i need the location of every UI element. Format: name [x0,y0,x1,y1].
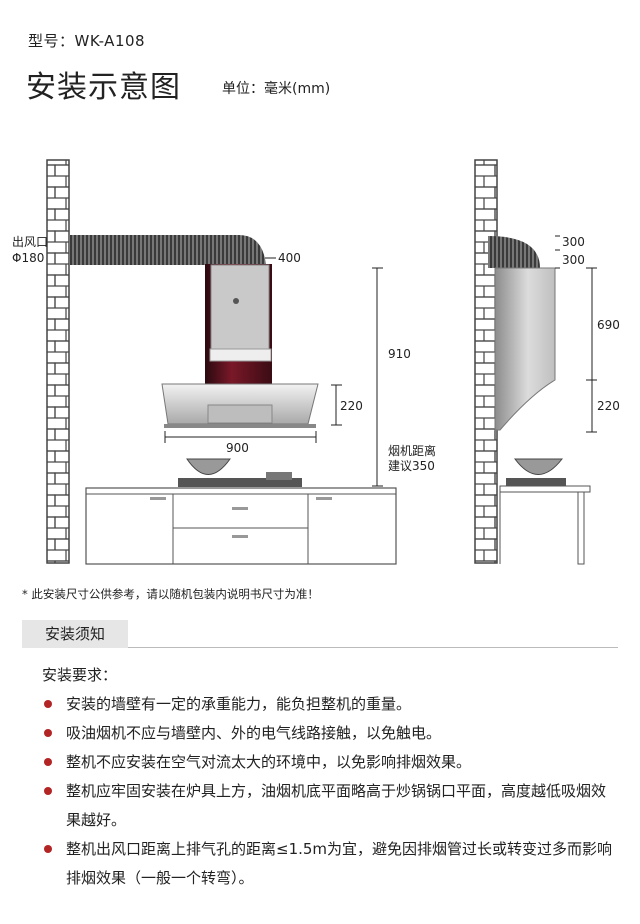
light-strip [209,348,272,362]
bullet-icon [44,758,52,766]
list-item: 整机应牢固安装在炉具上方，油烟机底平面略高于炒锅锅口平面，高度越低吸烟效果越好。 [40,777,620,835]
handle [232,507,248,510]
cooktop [178,478,302,487]
handle [316,497,332,500]
bullet-icon [44,700,52,708]
list-item: 整机出风口距离上排气孔的距离≤1.5m为宜，避免因排烟管过长或转变过多而影响排烟… [40,835,620,893]
front-duct-elbow [239,235,266,264]
cabinet [85,487,397,565]
bullet-icon [44,787,52,795]
distance-note-line1: 烟机距离 [388,443,436,458]
outlet-label: 出风口 [12,235,48,249]
dim-220: 220 [340,399,363,413]
requirement-text: 安装的墙壁有一定的承重能力，能负担整机的重量。 [66,695,412,713]
burner-right [266,472,292,480]
bullet-icon [44,845,52,853]
side-view: 300 300 690 220 [474,159,620,565]
front-duct [69,235,239,265]
counter-top [499,485,591,493]
wok-left [186,458,231,475]
section-divider [22,647,618,648]
side-dim-690: 690 [597,318,620,332]
side-dimensions [555,235,597,433]
hood-filter [207,404,273,424]
dim-900: 900 [226,441,249,455]
side-duct [488,236,540,268]
counter-leg [577,491,585,565]
side-dim-300-top: 300 [562,235,585,249]
requirements-title: 安装要求： [42,666,118,684]
side-wall [474,159,498,564]
requirement-text: 吸油烟机不应与墙壁内、外的电气线路接触，以免触电。 [66,724,442,742]
bullet-icon [44,729,52,737]
distance-note-line2: 建议350 [388,459,435,473]
brand-logo [233,298,239,304]
front-wall [46,159,70,564]
wok-side [514,458,564,475]
page-title: 安装示意图 [26,70,181,105]
dim-400: 400 [278,251,301,265]
list-item: 整机不应安装在空气对流太大的环境中，以免影响排烟效果。 [40,748,620,777]
requirements-list: 安装的墙壁有一定的承重能力，能负担整机的重量。 吸油烟机不应与墙壁内、外的电气线… [40,690,620,893]
disclaimer-note: * 此安装尺寸公供参考，请以随机包装内说明书尺寸为准！ [22,587,319,601]
requirement-text: 整机应牢固安装在炉具上方，油烟机底平面略高于炒锅锅口平面，高度越低吸烟效果越好。 [66,782,607,829]
model-number: 型号：WK-A108 [28,32,146,50]
list-item: 安装的墙壁有一定的承重能力，能负担整机的重量。 [40,690,620,719]
section-title: 安装须知 [22,620,128,648]
front-view: 出风口 Φ180 400 910 220 900 烟机距离 建议350 [12,159,436,565]
list-item: 吸油烟机不应与墙壁内、外的电气线路接触，以免触电。 [40,719,620,748]
outlet-diameter: Φ180 [12,251,44,265]
side-dim-220: 220 [597,399,620,413]
hood-bottom [164,424,316,428]
requirement-text: 整机出风口距离上排气孔的距离≤1.5m为宜，避免因排烟管过长或转变过多而影响排烟… [66,840,613,887]
dim-910: 910 [388,347,411,361]
handle [150,497,166,500]
installation-diagram: 出风口 Φ180 400 910 220 900 烟机距离 建议350 300 … [12,159,620,565]
section-header: 安装须知 [0,620,640,648]
side-hood [494,267,556,431]
front-dimensions [164,257,383,487]
display-panel [210,264,270,350]
handle [232,535,248,538]
unit-label: 单位：毫米(mm) [222,81,331,97]
side-dim-300-bottom: 300 [562,253,585,267]
requirement-text: 整机不应安装在空气对流太大的环境中，以免影响排烟效果。 [66,753,472,771]
cooktop-side [506,478,566,487]
